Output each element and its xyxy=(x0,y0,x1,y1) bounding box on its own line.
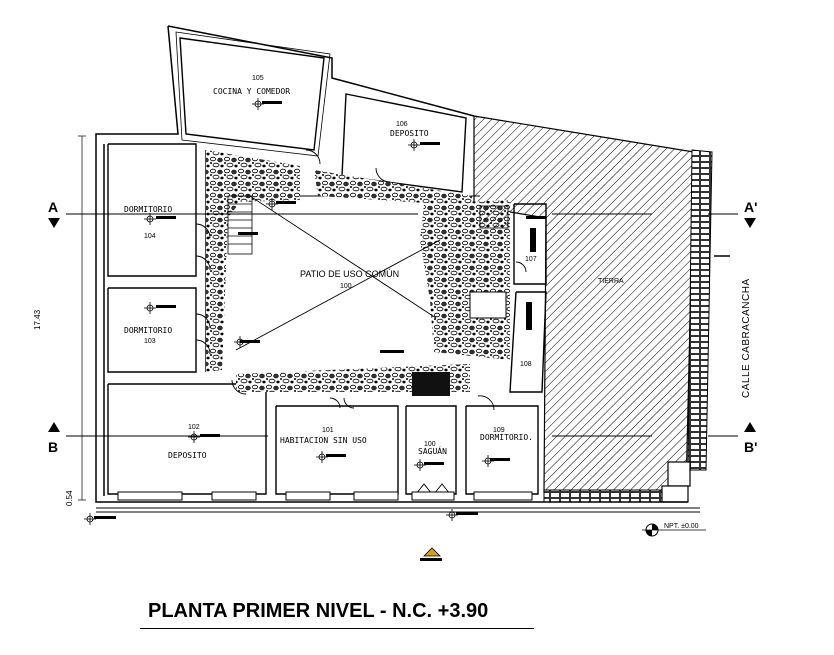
room-100-name: SAGUÁN xyxy=(418,445,447,456)
tierra-label: TIERRA xyxy=(598,278,624,285)
patio-diagonals xyxy=(235,195,441,351)
room-109-name: DORMITORIO. xyxy=(480,433,533,442)
room-104-number: 104 xyxy=(144,233,156,240)
section-b-label: B xyxy=(48,439,58,455)
dim-bottom: 0.54 xyxy=(65,490,74,506)
patio-number: 100 xyxy=(340,283,352,290)
dimension-lines xyxy=(78,135,86,501)
room-103-name: DORMITORIO xyxy=(124,326,172,335)
room-101-name: HABITACION SIN USO xyxy=(280,436,367,445)
npt-label: NPT. ±0.00 xyxy=(664,523,699,530)
street-name: CALLE CABRACANCHA xyxy=(741,278,752,398)
room-107-number: 107 xyxy=(525,256,537,263)
room-100-number: 100 xyxy=(424,441,436,448)
room-102-name: DEPOSITO xyxy=(168,451,207,460)
room-102-number: 102 xyxy=(188,424,200,431)
level-markers xyxy=(94,101,546,561)
dim-left: 17.43 xyxy=(33,309,42,330)
doors xyxy=(195,149,527,495)
section-a-label: A xyxy=(48,199,58,215)
orientation-marker xyxy=(423,547,441,557)
patio-name: PATIO DE USO COMÚN xyxy=(300,269,399,279)
room-108-number: 108 xyxy=(520,361,532,368)
room-101-number: 101 xyxy=(322,427,334,434)
section-arrows xyxy=(48,218,756,432)
room-labels: 105 COCINA Y COMEDOR 106 DEPOSITO DORMIT… xyxy=(124,75,624,460)
room-105-number: 105 xyxy=(252,75,264,82)
outer-walls xyxy=(95,25,700,513)
level-crosshairs xyxy=(84,98,494,525)
stairs xyxy=(227,195,253,255)
room-103-number: 103 xyxy=(144,338,156,345)
section-lines xyxy=(66,213,738,437)
section-a-prime-label: A' xyxy=(744,199,757,215)
street-wall xyxy=(473,115,730,503)
title-underline xyxy=(140,628,534,629)
room-106-name: DEPOSITO xyxy=(390,129,429,138)
section-labels: A A' B B' xyxy=(48,199,757,455)
room-105-name: COCINA Y COMEDOR xyxy=(213,87,290,96)
room-106-number: 106 xyxy=(396,121,408,128)
patio-stone-paving xyxy=(206,150,510,396)
room-104-name: DORMITORIO xyxy=(124,205,172,214)
section-b-prime-label: B' xyxy=(744,439,757,455)
npt-marker: NPT. ±0.00 xyxy=(642,523,706,537)
room-109-number: 109 xyxy=(493,427,505,434)
plan-title: PLANTA PRIMER NIVEL - N.C. +3.90 xyxy=(148,600,489,622)
facade-windows xyxy=(117,491,533,501)
